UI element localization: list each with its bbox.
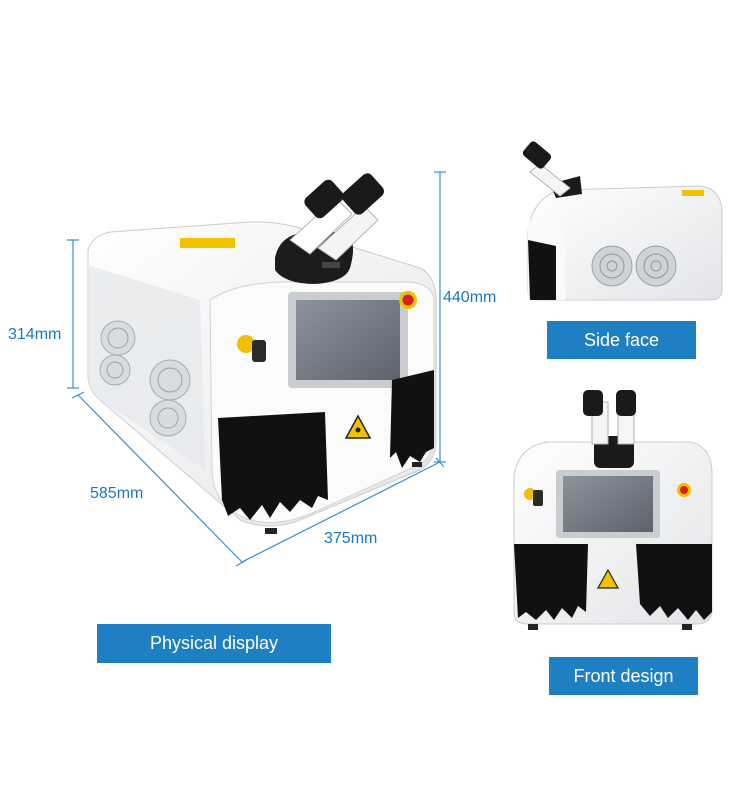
side-face-badge: Side face [547, 321, 696, 359]
height-total-label: 440mm [443, 289, 497, 306]
key-switch-icon [237, 335, 255, 353]
height-back-label: 314mm [8, 326, 62, 343]
side-view-machine [522, 141, 723, 301]
side-view-fans [591, 245, 677, 287]
laser-warning-icon [344, 414, 372, 439]
microscope [275, 173, 385, 284]
depth-label: 585mm [90, 485, 144, 502]
curtain-left [218, 412, 328, 520]
side-fan-left [99, 320, 136, 386]
front-design-badge: Front design [549, 657, 698, 695]
front-view-machine [513, 390, 713, 630]
curtain-right [390, 370, 434, 468]
dimension-lines [67, 171, 446, 567]
touch-screen [296, 300, 400, 380]
physical-display-badge: Physical display [97, 624, 331, 663]
width-label: 375mm [324, 530, 378, 547]
main-machine [87, 173, 437, 534]
side-fan-right [149, 359, 191, 437]
warning-sticker [180, 238, 235, 248]
front-view-screen [563, 476, 653, 532]
